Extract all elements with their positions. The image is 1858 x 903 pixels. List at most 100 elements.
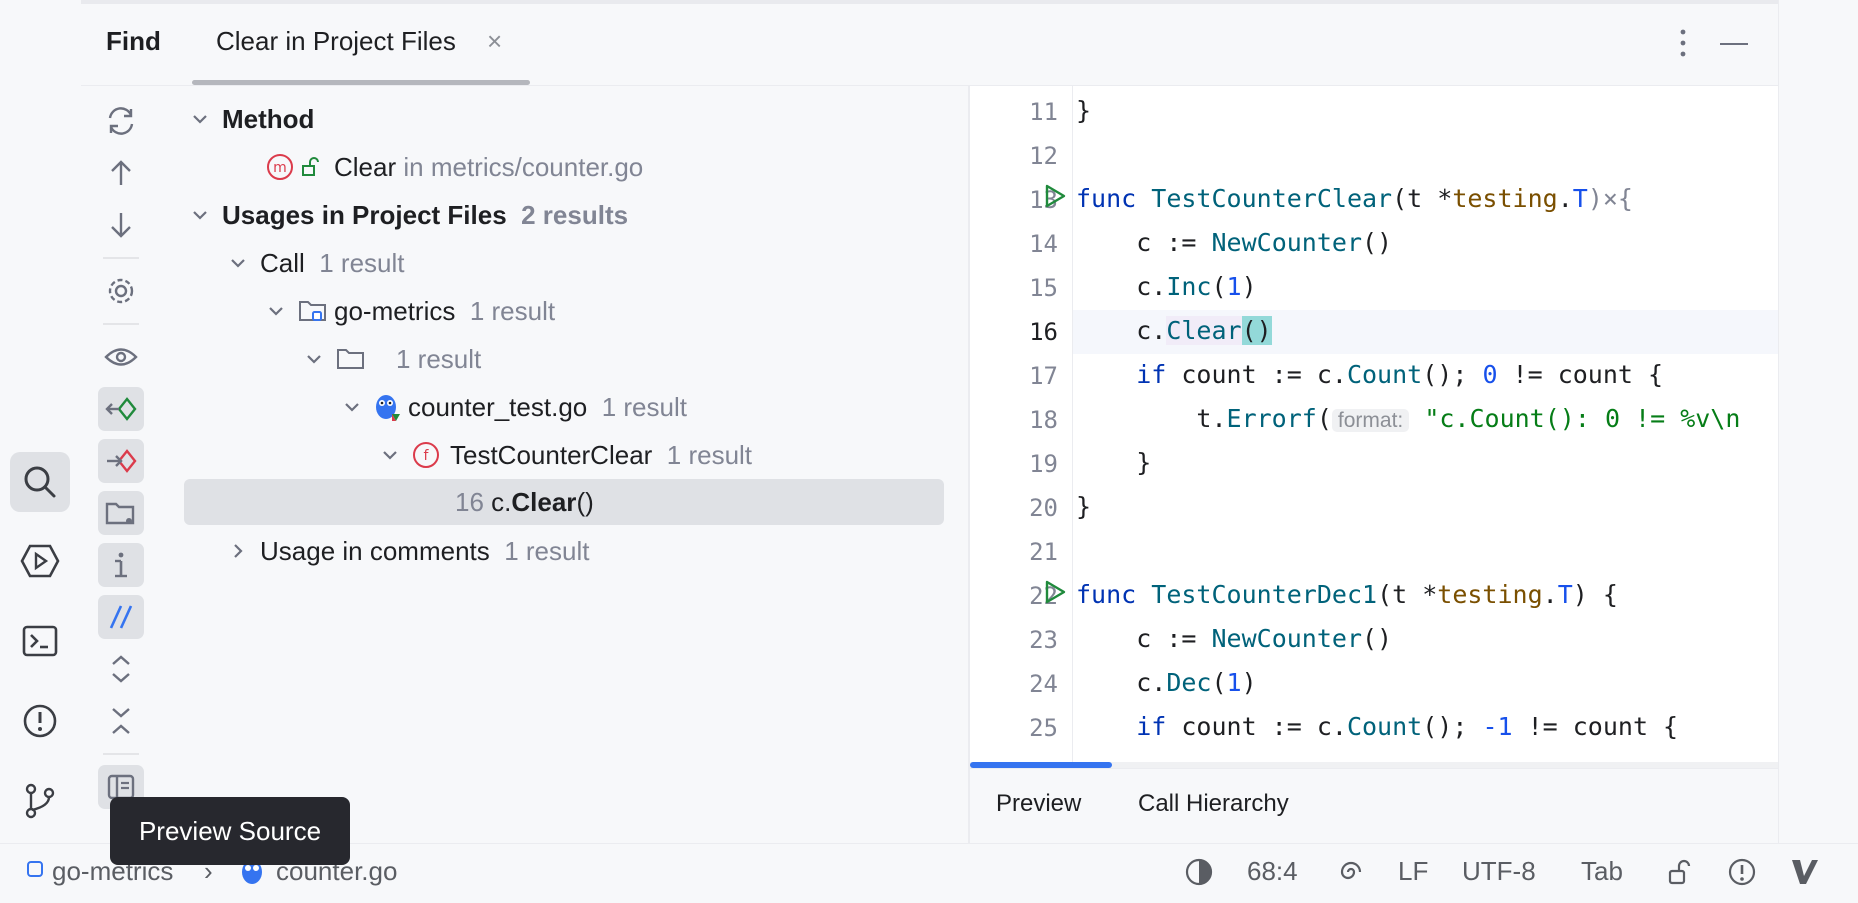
- function-icon: f: [413, 442, 439, 468]
- caret-position[interactable]: 68:4: [1247, 856, 1298, 886]
- module-count: 1 result: [469, 295, 556, 326]
- folder-icon: [337, 349, 364, 369]
- info-button[interactable]: [98, 543, 144, 587]
- tree-row-file[interactable]: counter_test.go 1 result: [342, 385, 687, 429]
- tree-row-method[interactable]: Method: [190, 97, 314, 141]
- lock-icon[interactable]: [1666, 858, 1694, 886]
- tooltip-preview-source: Preview Source: [110, 797, 350, 865]
- line-ending[interactable]: LF: [1398, 856, 1429, 886]
- function-name: TestCounterClear: [450, 439, 653, 470]
- find-tool-button[interactable]: [10, 452, 70, 512]
- public-lock-icon: [302, 157, 319, 176]
- ai-spiral-icon[interactable]: [1337, 858, 1365, 886]
- problems-icon[interactable]: [1728, 858, 1756, 886]
- line-number: 11: [1029, 98, 1058, 126]
- git-tool-button[interactable]: [10, 771, 70, 831]
- chevron-down-icon[interactable]: [304, 349, 324, 369]
- view-options-button[interactable]: [98, 335, 144, 379]
- next-occurrence-button[interactable]: [98, 203, 144, 247]
- code-line-15: c.Inc(1): [1136, 272, 1257, 301]
- tree-row-method-clear[interactable]: m Clear in metrics/counter.go: [266, 145, 643, 189]
- arrow-down-icon: [111, 213, 131, 238]
- chevron-down-icon[interactable]: [228, 253, 248, 273]
- tab-clear-in-project-files[interactable]: Clear in Project Files: [216, 26, 456, 56]
- group-by-usage-type-button[interactable]: [98, 387, 144, 431]
- chevron-down-icon[interactable]: [266, 301, 286, 321]
- chevron-down-icon[interactable]: [190, 205, 210, 225]
- group-by-module-button[interactable]: [98, 439, 144, 483]
- minimize-icon[interactable]: [1720, 43, 1748, 45]
- collapse-all-icon: [112, 708, 130, 734]
- run-test-icon[interactable]: [1044, 184, 1066, 208]
- line-number: 14: [1029, 230, 1058, 258]
- indent-style[interactable]: Tab: [1581, 856, 1623, 886]
- terminal-icon: [22, 625, 58, 657]
- gear-icon: [108, 278, 134, 304]
- usage-prefix: c.: [491, 486, 512, 517]
- splitter[interactable]: [968, 86, 970, 843]
- file-count: 1 result: [601, 391, 687, 422]
- comments-filter-button[interactable]: [98, 595, 144, 639]
- file-encoding[interactable]: UTF-8: [1462, 856, 1536, 886]
- chevron-down-icon[interactable]: [342, 397, 362, 417]
- chevron-right-icon[interactable]: [228, 541, 248, 561]
- services-tool-button[interactable]: [10, 531, 70, 591]
- tree-row-call[interactable]: Call 1 result: [228, 241, 405, 285]
- go-file-icon: [376, 395, 400, 421]
- group-by-directory-button[interactable]: [98, 491, 144, 535]
- folder-icon: [105, 502, 135, 525]
- call-label: Call: [260, 247, 305, 278]
- preview-editor[interactable]: 11 12 13 14 15 16 17 18 19 20 21 22 23 2…: [970, 86, 1778, 762]
- tool-window-strip: [0, 0, 82, 843]
- settings-button[interactable]: [98, 269, 144, 313]
- tree-row-folder[interactable]: 1 result: [304, 337, 481, 381]
- run-test-icon[interactable]: [1044, 580, 1066, 604]
- toolbar-separator: [103, 753, 139, 755]
- call-count: 1 result: [319, 247, 405, 278]
- code-line-11: }: [1076, 96, 1092, 125]
- tab-preview[interactable]: Preview: [996, 790, 1082, 817]
- rerun-button[interactable]: [98, 99, 144, 143]
- usages-group-label: Usages in Project Files: [222, 199, 507, 230]
- tree-row-module[interactable]: go-metrics 1 result: [266, 289, 555, 333]
- chevron-down-icon[interactable]: [380, 445, 400, 465]
- eye-icon: [104, 348, 138, 366]
- module-folder-icon: [299, 301, 326, 321]
- toolbar-separator: [103, 257, 139, 259]
- tree-row-comments[interactable]: Usage in comments 1 result: [228, 529, 589, 573]
- tab-close-icon[interactable]: ×: [487, 26, 503, 56]
- tree-row-usage-selected[interactable]: 16 c.Clear(): [455, 480, 594, 524]
- method-name: Clear: [334, 151, 397, 182]
- method-icon: m: [267, 154, 293, 180]
- horizontal-scrollbar[interactable]: [970, 762, 1778, 768]
- file-name: counter_test.go: [408, 391, 588, 422]
- parameter-hint: format:: [1331, 409, 1410, 432]
- find-panel-header: [81, 4, 1778, 86]
- vim-icon[interactable]: [1790, 858, 1820, 886]
- terminal-tool-button[interactable]: [10, 611, 70, 671]
- results-tree: [158, 86, 968, 843]
- tree-row-function[interactable]: f TestCounterClear 1 result: [380, 433, 752, 477]
- tree-row-usages[interactable]: Usages in Project Files 2 results: [190, 193, 628, 237]
- chevron-down-icon[interactable]: [190, 109, 210, 129]
- line-number: 21: [1029, 538, 1058, 566]
- code-line-18: t.Errorf(format: "c.Count(): 0 != %v\n: [1196, 404, 1741, 433]
- expand-all-button[interactable]: [98, 647, 144, 691]
- code-line-24: c.Dec(1): [1136, 668, 1257, 697]
- more-options-icon[interactable]: [1670, 26, 1696, 60]
- toolbar-separator: [103, 323, 139, 325]
- theme-contrast-icon[interactable]: [1185, 858, 1213, 886]
- line-number: 16: [1029, 318, 1058, 346]
- scrollbar-thumb[interactable]: [970, 762, 1112, 768]
- folder-count: 1 result: [396, 343, 482, 374]
- method-group-label: Method: [222, 103, 315, 134]
- tab-call-hierarchy[interactable]: Call Hierarchy: [1138, 790, 1289, 817]
- collapse-all-button[interactable]: [98, 699, 144, 743]
- top-border: [81, 0, 1778, 4]
- previous-occurrence-button[interactable]: [98, 151, 144, 195]
- right-margin: [1778, 0, 1858, 843]
- module-arrow-icon: [107, 449, 137, 473]
- code-line-23: c := NewCounter(): [1136, 624, 1393, 653]
- problems-tool-button[interactable]: [10, 691, 70, 751]
- svg-text:m: m: [273, 160, 287, 176]
